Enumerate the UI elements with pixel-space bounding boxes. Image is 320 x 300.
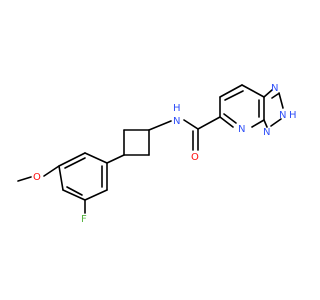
atom-label-n-triazole-2: N bbox=[279, 110, 286, 121]
bond-py-inner-3 bbox=[223, 113, 237, 124]
bond-py-2 bbox=[219, 84, 243, 98]
bond-ar-1 bbox=[58, 152, 86, 167]
bond-py-6 bbox=[219, 116, 234, 128]
atom-label-n-pyridine: N bbox=[238, 124, 245, 135]
bond-ar-inner-1 bbox=[64, 157, 86, 169]
atom-label-f: F bbox=[81, 214, 87, 225]
bond-methyl-o bbox=[17, 176, 32, 182]
bond-tz-1 bbox=[263, 89, 273, 98]
bond-py-5 bbox=[251, 119, 265, 128]
atom-label-o-carbonyl: O bbox=[191, 152, 199, 163]
atom-label-n-triazole-1: N bbox=[271, 83, 278, 94]
bond-ar-inner-3 bbox=[66, 186, 83, 196]
bond-py-3 bbox=[241, 84, 265, 98]
bond-tz-3 bbox=[270, 118, 282, 127]
bond-o-ring bbox=[43, 165, 60, 177]
bond-n-co bbox=[183, 119, 199, 130]
atom-labels: N H O O F N N N H N bbox=[33, 83, 297, 225]
atom-label-n-amide: N bbox=[173, 116, 180, 127]
atom-label-n-triazole-3: N bbox=[263, 127, 270, 138]
bond-cb-n bbox=[148, 120, 172, 131]
atom-label-h-triazole-2: H bbox=[289, 110, 297, 121]
bond-tz-2 bbox=[278, 92, 284, 109]
molecule-canvas: N H O O F N N N H N bbox=[17, 83, 297, 225]
atom-label-o-ether: O bbox=[33, 172, 41, 183]
bond-py-inner-1 bbox=[224, 90, 244, 101]
molecule-structure: N H O O F N N N H N bbox=[17, 83, 297, 225]
atom-label-h-amide: H bbox=[173, 103, 181, 114]
bond-ar-2 bbox=[84, 152, 108, 164]
bond-ar-5 bbox=[62, 189, 86, 201]
bond-co-py bbox=[197, 116, 221, 130]
bond-ar-cb bbox=[106, 154, 125, 164]
bond-tz-inner bbox=[271, 93, 279, 99]
bond-ar-4 bbox=[84, 189, 108, 201]
bonds bbox=[17, 84, 284, 214]
bond-ar-6 bbox=[58, 165, 64, 191]
bond-tz-4 bbox=[263, 119, 268, 128]
